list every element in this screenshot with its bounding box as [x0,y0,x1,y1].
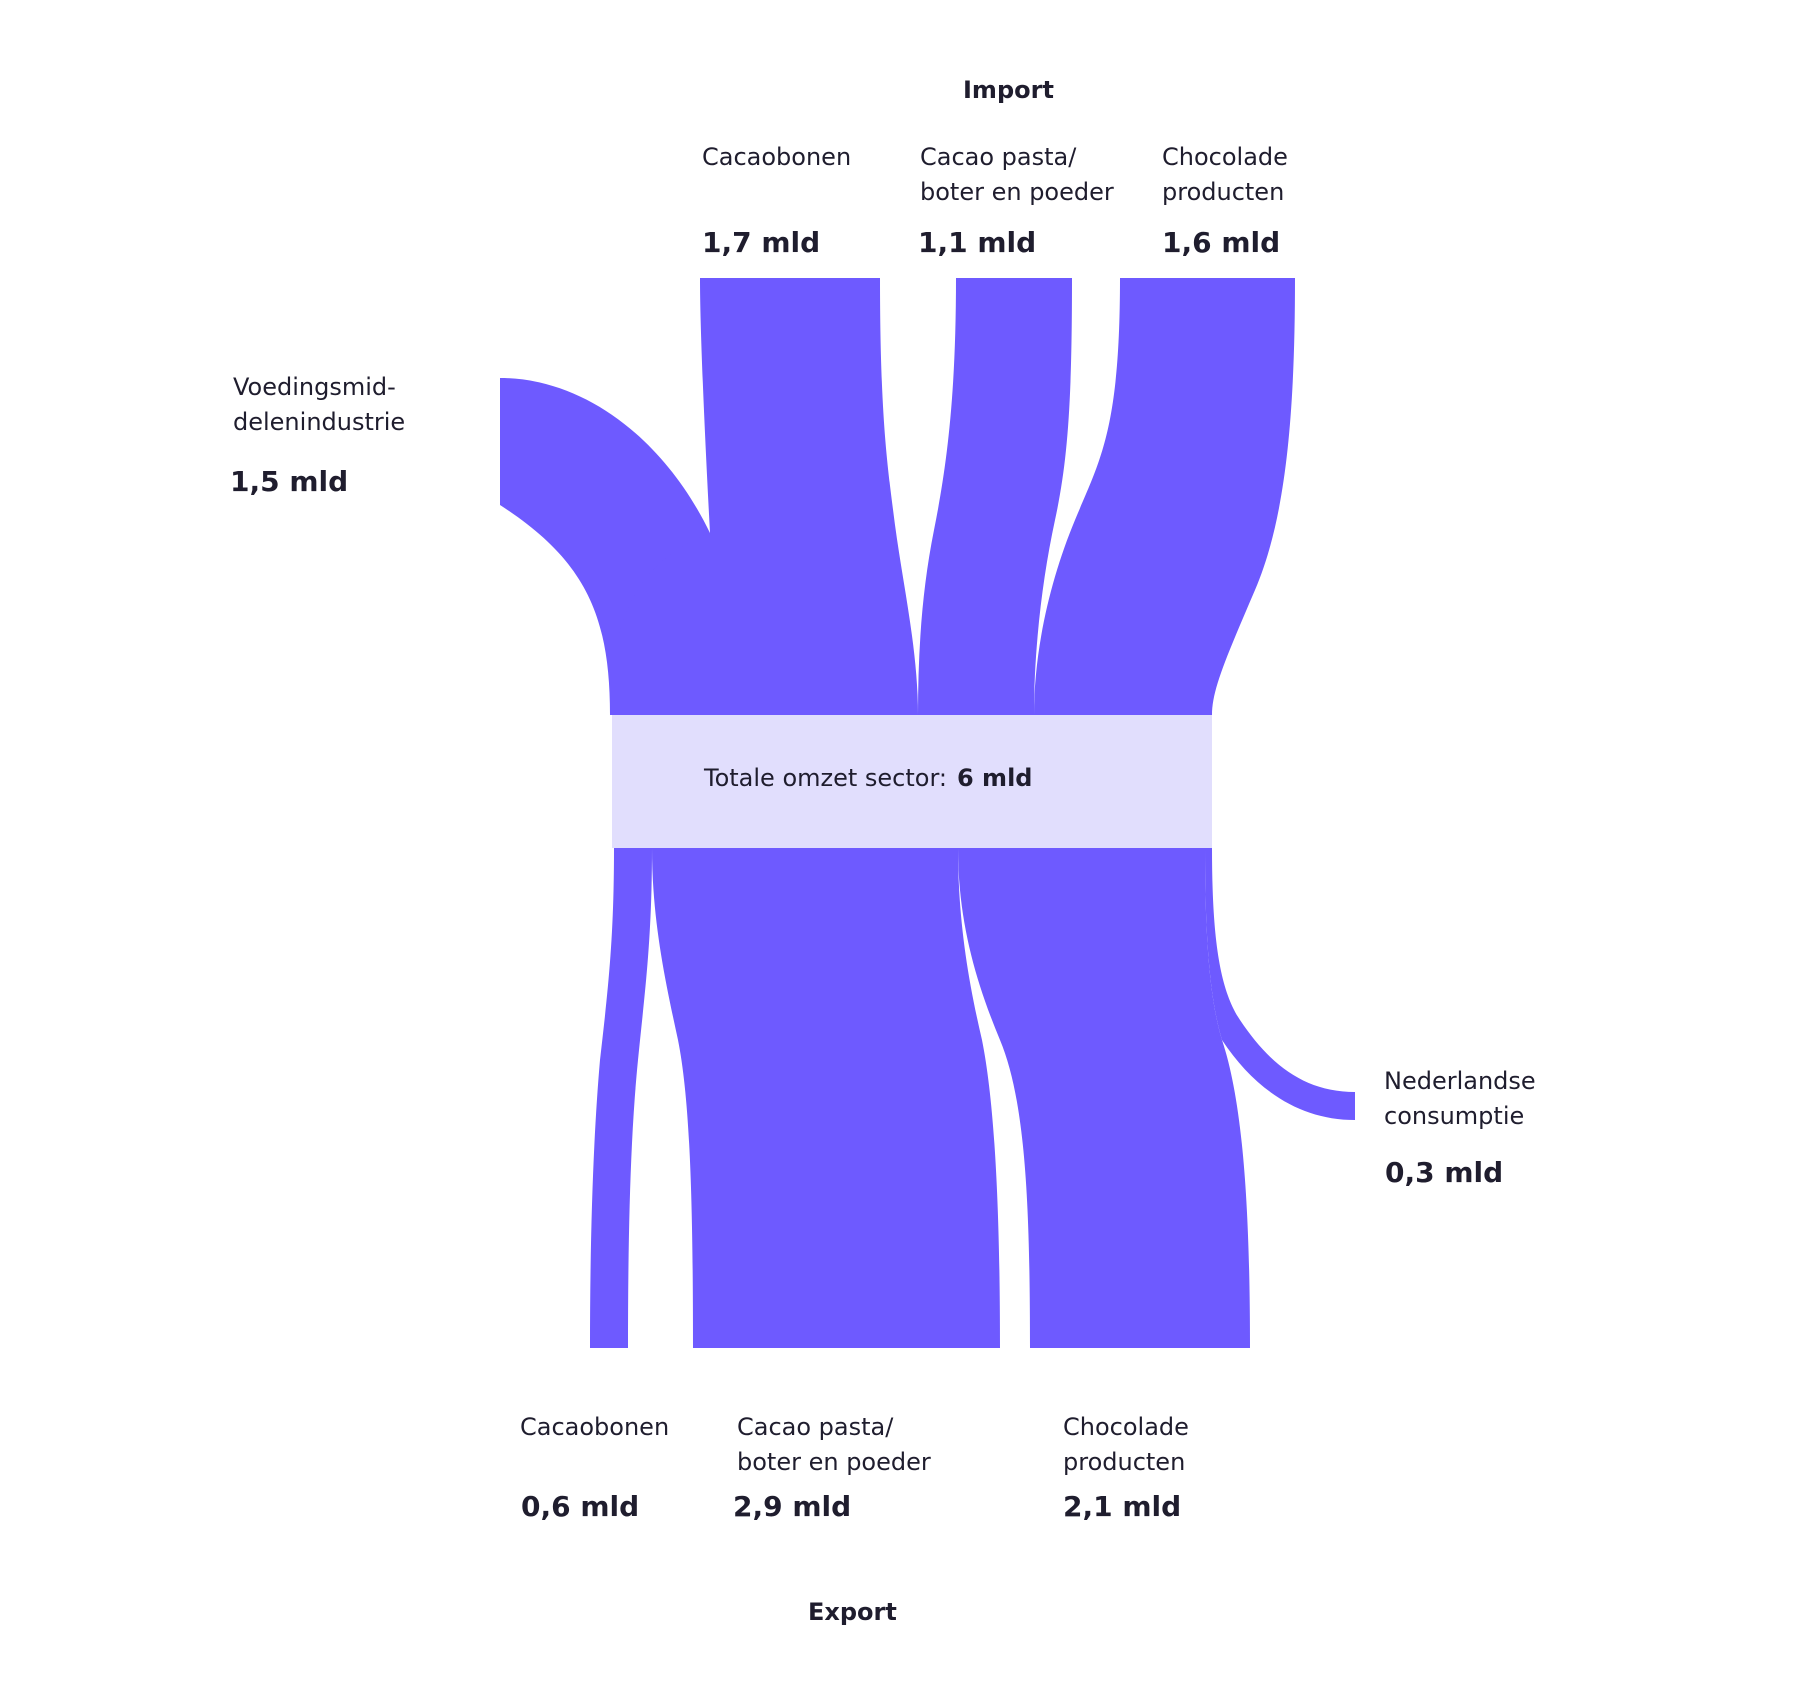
total-turnover-value: 6 mld [957,764,1033,792]
import-label-cacaobonen: Cacaobonen [702,143,852,171]
supply-value-voedingsmiddelenindustrie: 1,5 mld [230,465,349,498]
import-value-cacao-pasta: 1,1 mld [918,226,1037,259]
supply-label-voedingsmiddelenindustrie: Voedingsmid- delenindustrie [233,373,406,436]
import-heading: Import [963,76,1054,104]
export-value-chocolade: 2,1 mld [1063,1490,1182,1523]
use-value-nederlandse-consumptie: 0,3 mld [1385,1156,1504,1189]
use-label-nederlandse-consumptie: Nederlandse consumptie [1384,1067,1536,1130]
import-value-chocolade: 1,6 mld [1162,226,1281,259]
flow-export-chocolade [958,848,1250,1348]
export-value-cacaobonen: 0,6 mld [521,1490,640,1523]
export-value-cacao-pasta: 2,9 mld [733,1490,852,1523]
export-label-chocolade: Chocolade producten [1063,1413,1189,1476]
export-label-cacao-pasta: Cacao pasta/ boter en poeder [737,1413,931,1476]
total-turnover-label: Totale omzet sector: 6 mld [704,764,1032,792]
flow-import-cacao-pasta [918,278,1072,715]
export-heading: Export [808,1598,897,1626]
flow-export-cacao-pasta [652,848,1000,1348]
flow-import-chocolade [1034,278,1295,715]
total-turnover-band [612,715,1212,848]
import-value-cacaobonen: 1,7 mld [702,226,821,259]
import-label-cacao-pasta: Cacao pasta/ boter en poeder [920,143,1114,206]
export-label-cacaobonen: Cacaobonen [520,1413,670,1441]
total-turnover-text: Totale omzet sector: [704,764,947,792]
flow-export-cacaobonen [590,848,652,1348]
import-label-chocolade: Chocolade producten [1162,143,1288,206]
flow-nederlandse-consumptie [1205,848,1355,1120]
flow-voedingsmiddelenindustrie [500,378,710,715]
flow-import-cacaobonen [610,278,918,715]
